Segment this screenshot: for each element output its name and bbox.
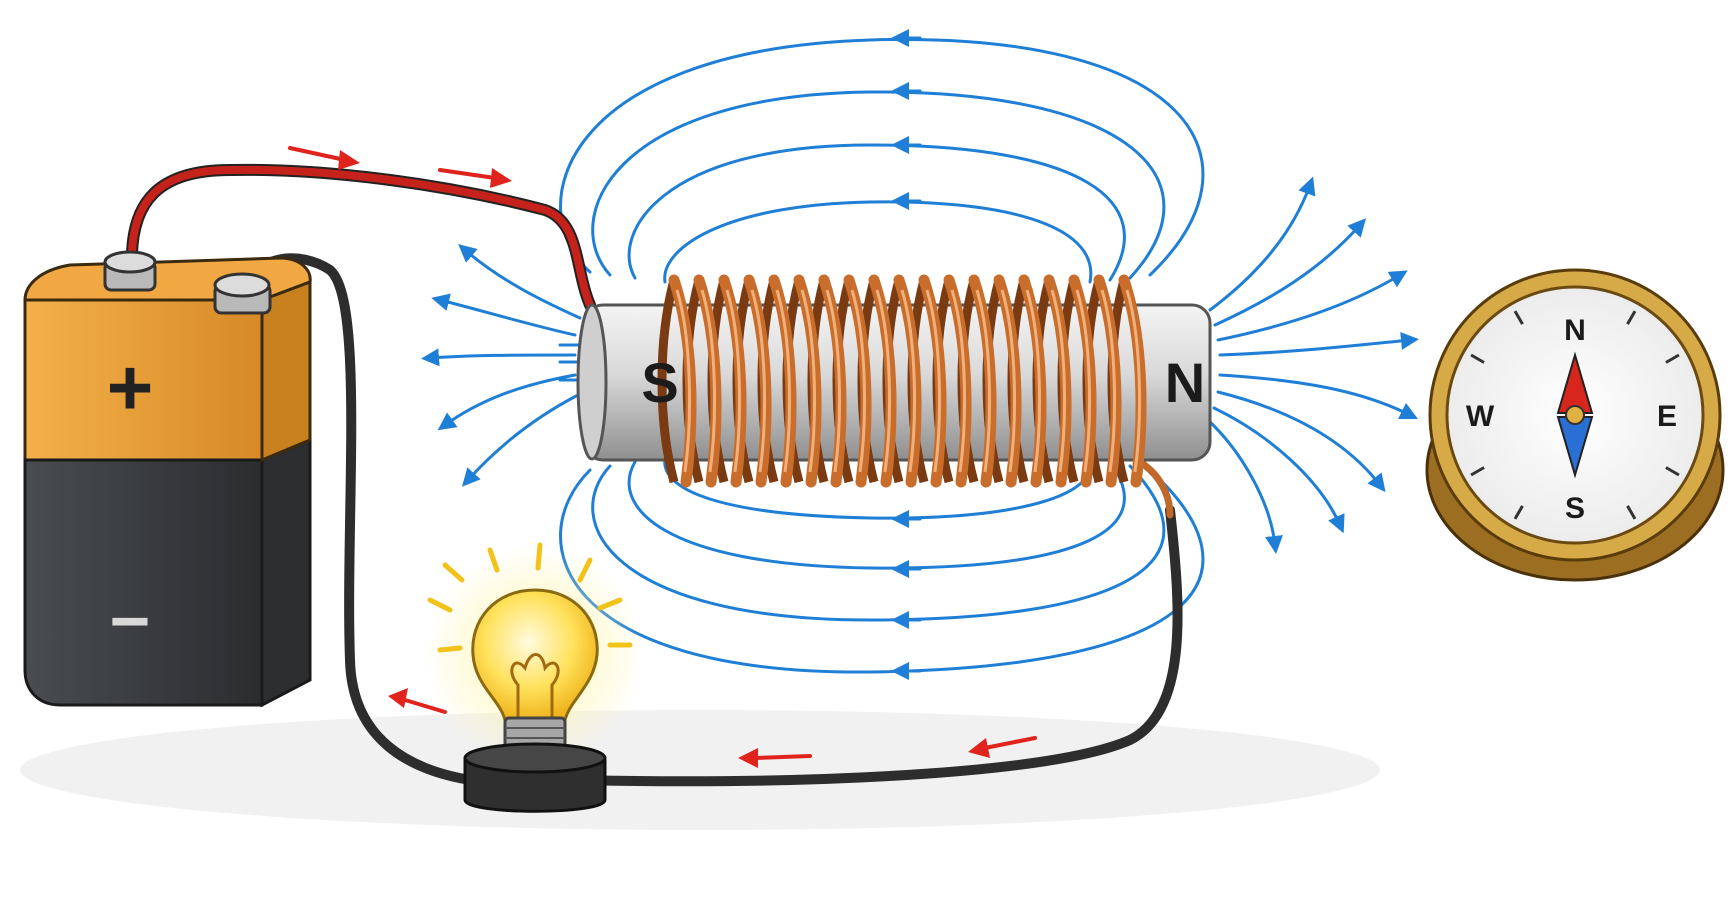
coil-highlight [1125, 289, 1142, 473]
coil-highlight [725, 289, 742, 473]
compass-ticks [1470, 310, 1680, 520]
battery-positive-symbol: + [107, 343, 154, 432]
north-pole-label: N [1165, 351, 1205, 414]
light-bulb [425, 542, 645, 813]
field-loop-bottom-1 [663, 456, 1093, 520]
field-loop-bottom-2 [627, 460, 1126, 570]
ground-shadow [20, 710, 1380, 830]
field-ray-s-1 [458, 244, 582, 320]
coil-winding-back [657, 278, 679, 484]
compass-tick [1626, 310, 1637, 325]
black-wire-left [240, 253, 475, 785]
compass-pivot [1565, 405, 1585, 425]
current-arrow-2 [438, 168, 497, 180]
field-loop-top-4 [663, 200, 1093, 284]
field-loop-bottom-4 [559, 468, 1205, 674]
compass-tick [1665, 353, 1680, 364]
coil-lead-end [1136, 458, 1174, 519]
field-ray-n-4 [1218, 331, 1419, 357]
field-ray-n-8 [1206, 418, 1283, 554]
field-loop-top-3 [627, 143, 1126, 282]
field-loop-bottom-3 [591, 464, 1166, 622]
coil-highlight [775, 289, 792, 473]
compass: N S E W [1425, 268, 1725, 582]
field-ray-n-2 [1213, 218, 1366, 327]
field-ray-n-6 [1216, 390, 1386, 493]
compass-north-label: N [1564, 314, 1586, 347]
coil-highlight [750, 289, 767, 473]
coil-highlight [875, 289, 892, 473]
field-loop-top-2 [591, 90, 1166, 280]
coil-highlight [900, 289, 917, 473]
field-ray-s-4 [437, 373, 577, 431]
electromagnet: S N [576, 274, 1212, 488]
core-left-end [576, 303, 608, 461]
battery: + − [23, 250, 312, 708]
compass-east-label: E [1657, 400, 1677, 433]
field-ray-n-7 [1212, 406, 1345, 534]
compass-tick [1513, 310, 1524, 325]
compass-tick [1513, 505, 1524, 520]
field-ray-s-2 [431, 293, 577, 337]
field-ray-s-5 [461, 393, 580, 487]
current-arrow-1 [288, 146, 347, 162]
battery-body [23, 458, 264, 707]
compass-west-label: W [1466, 400, 1495, 433]
current-direction-arrows [288, 146, 1037, 768]
coil-highlight [800, 289, 817, 473]
compass-tick [1626, 505, 1637, 520]
battery-negative-symbol: − [110, 582, 151, 660]
negative-terminal [213, 272, 272, 315]
coil-highlight [1075, 289, 1092, 473]
coil-highlight [850, 289, 867, 473]
bulb-rays [427, 542, 633, 653]
coil-highlight [1050, 289, 1067, 473]
field-ray-n-1 [1208, 176, 1316, 312]
coil-highlight [1100, 289, 1117, 473]
compass-south-label: S [1565, 492, 1585, 525]
coil-highlight [825, 289, 842, 473]
compass-tick [1470, 353, 1485, 364]
coil-highlight [1000, 289, 1017, 473]
current-arrow-3 [403, 698, 447, 714]
coil-highlight [925, 289, 942, 473]
coil-highlight [950, 289, 967, 473]
compass-tick [1470, 466, 1485, 477]
black-wire-bottom [570, 505, 1183, 787]
compass-tick [1665, 466, 1680, 477]
positive-terminal [103, 250, 157, 292]
field-ray-n-5 [1218, 373, 1419, 420]
coil-highlight [975, 289, 992, 473]
coil-highlight [700, 289, 717, 473]
coil-highlight [1025, 289, 1042, 473]
current-arrow-5 [983, 736, 1037, 750]
copper-coil [657, 274, 1147, 488]
coil-highlight [675, 289, 692, 473]
circuit-wires [125, 163, 1183, 787]
south-pole-label: S [641, 351, 678, 414]
field-ray-n-3 [1216, 270, 1408, 342]
field-ray-s-3 [421, 348, 577, 367]
current-arrow-4 [753, 754, 812, 760]
bulb-filament [510, 653, 560, 718]
field-loop-top-1 [559, 37, 1205, 277]
